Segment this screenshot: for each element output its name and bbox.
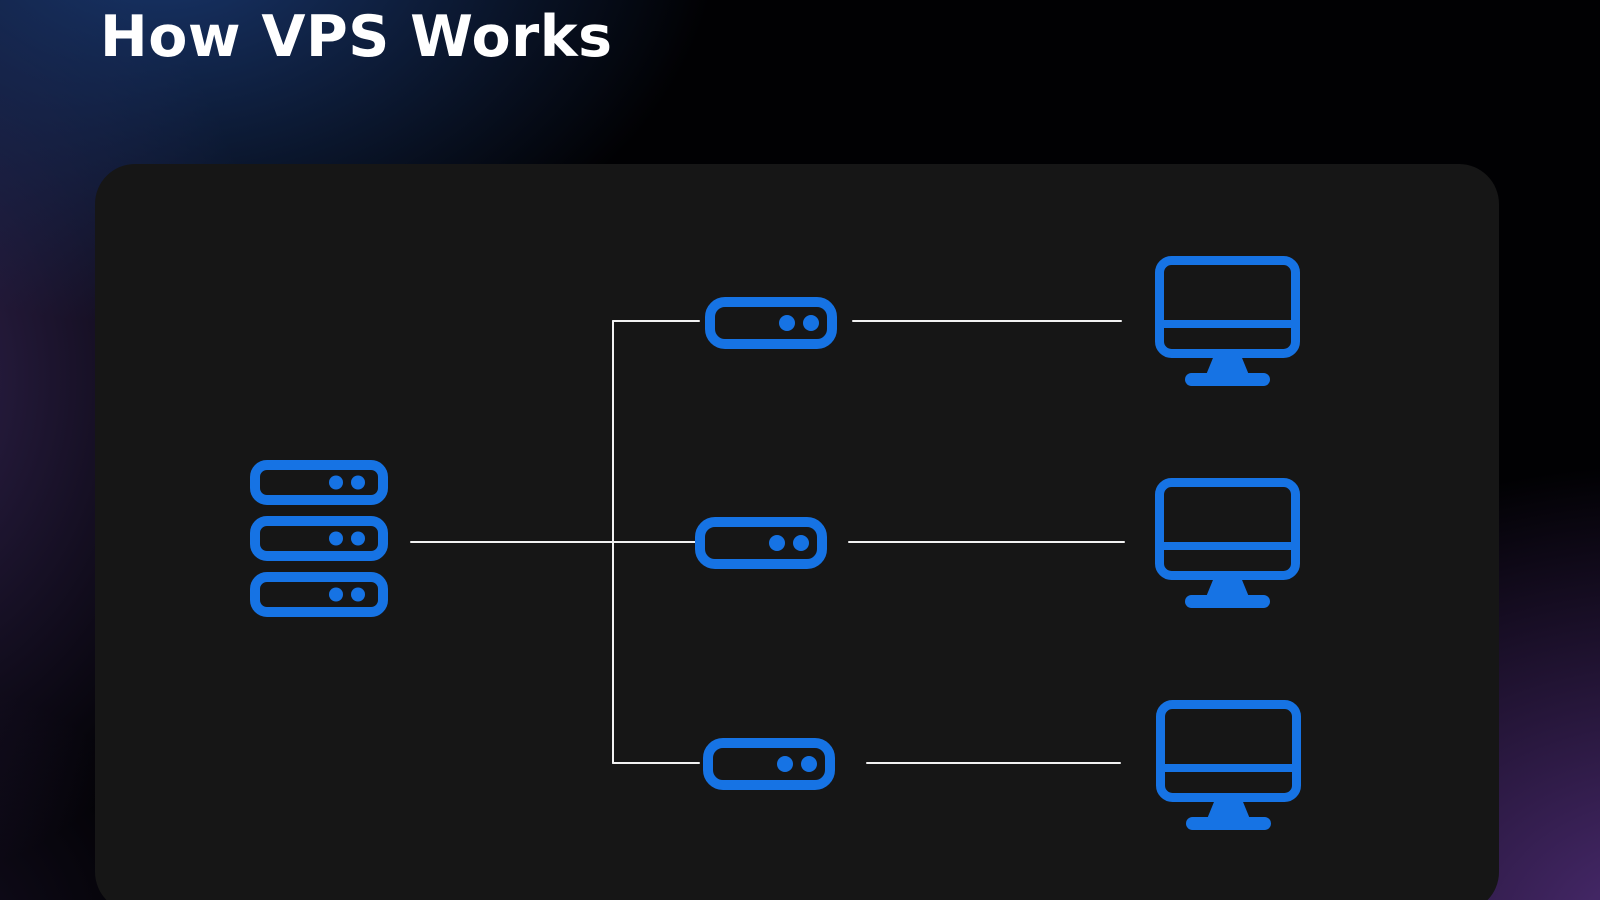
connector-vps3-to-client3	[866, 762, 1121, 764]
server-unit-icon	[695, 517, 827, 569]
server-unit-icon	[703, 738, 835, 790]
monitor-icon	[1155, 256, 1300, 389]
monitor-icon	[1155, 478, 1300, 611]
server-unit-icon	[705, 297, 837, 349]
connector-vps2-to-client2	[848, 541, 1125, 543]
connector-host-to-hub	[410, 541, 698, 543]
connector-hub-to-vps-1	[612, 320, 700, 322]
page-title: How VPS Works	[100, 4, 613, 70]
monitor-icon	[1156, 700, 1301, 833]
connector-hub-to-vps-3	[612, 762, 700, 764]
connector-vps1-to-client1	[852, 320, 1122, 322]
server-stack-icon	[250, 460, 388, 622]
connector-hub-trunk	[612, 320, 614, 764]
diagram-panel	[95, 164, 1499, 900]
